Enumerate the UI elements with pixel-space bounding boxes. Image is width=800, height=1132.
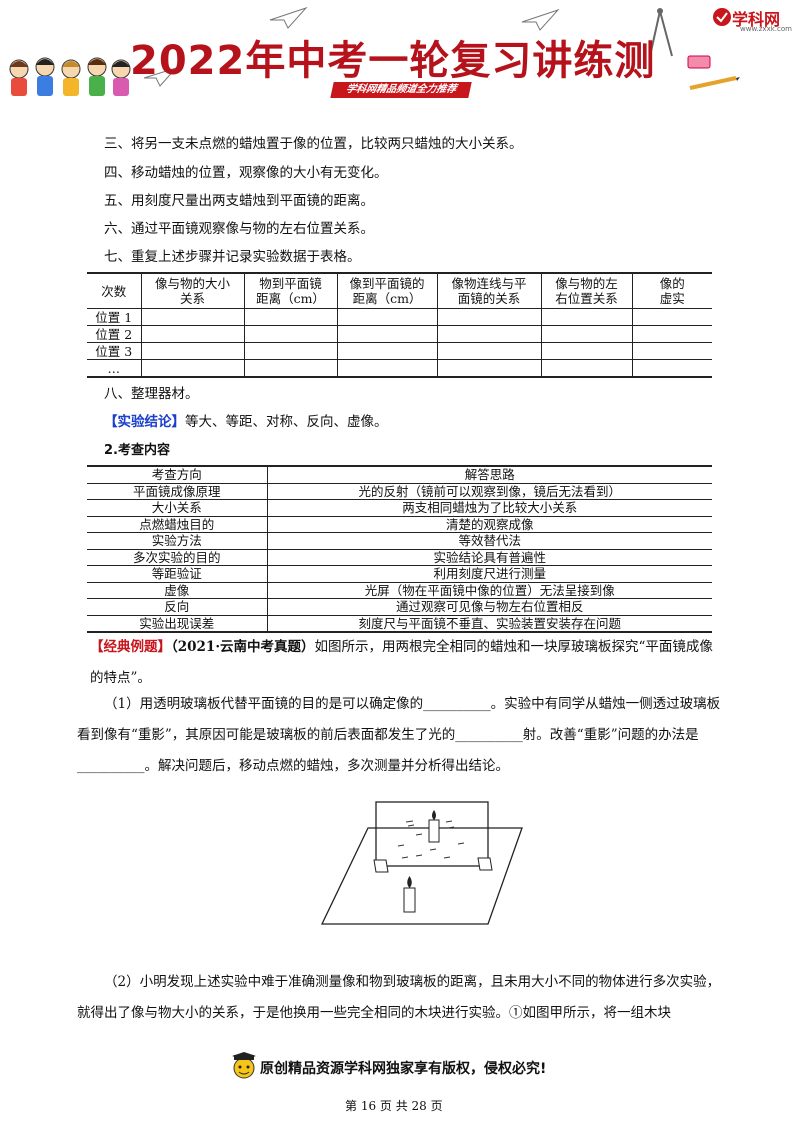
table-row: … [87, 359, 712, 377]
step-8: 八、整理器材。 [104, 386, 199, 402]
table-row: 多次实验的目的实验结论具有普遍性 [87, 549, 712, 566]
question-1: （1）用透明玻璃板代替平面镜的目的是可以确定像的__________。实验中有同… [77, 696, 721, 774]
table-row: 虚像光屏（物在平面镜中像的位置）无法呈接到像 [87, 582, 712, 599]
page-number: 第 16 页 共 28 页 [345, 1099, 443, 1113]
logo-url: www.zxxk.com [740, 25, 792, 33]
paper-plane-icon [521, 8, 560, 31]
section-heading: 2.考查内容 [104, 443, 170, 458]
exam-content-table: 考查方向 解答思路 平面镜成像原理光的反射（镜前可以观察到像，镜后无法看到） 大… [87, 465, 712, 633]
table-header-cell: 像与物的左右位置关系 [540, 273, 632, 309]
table-header-cell: 次数 [87, 273, 141, 309]
table-row: 位置 1 [87, 308, 712, 326]
table-row: 位置 3 [87, 342, 712, 360]
table-row: 实验出现误差刻度尺与平面镜不垂直、实验装置安装存在问题 [87, 615, 712, 632]
table-row: 平面镜成像原理光的反射（镜前可以观察到像，镜后无法看到） [87, 483, 712, 500]
conclusion-text: 等大、等距、对称、反向、虚像。 [185, 414, 388, 430]
paper-plane-icon [269, 6, 308, 29]
stationery-icon [649, 8, 740, 90]
example-text: 如图所示，用两根完全相同的蜡烛和一块厚玻璃板探究“平面镜成像的特点”。 [90, 639, 713, 686]
table-header-row: 考查方向 解答思路 [87, 466, 712, 484]
table-header-cell: 解答思路 [267, 466, 712, 484]
conclusion-label: 【实验结论】 [104, 414, 185, 430]
example-intro: 【经典例题】（2021·云南中考真题）如图所示，用两根完全相同的蜡烛和一块厚玻璃… [90, 632, 724, 694]
conclusion: 【实验结论】等大、等距、对称、反向、虚像。 [104, 410, 388, 430]
table-header-cell: 像的虚实 [631, 273, 712, 309]
step-6: 六、通过平面镜观察像与物的左右位置关系。 [104, 221, 374, 237]
table-header-cell: 像与物的大小关系 [140, 273, 244, 309]
experiment-record-table: 次数 像与物的大小关系 物到平面镜距离（cm） 像到平面镜的距离（cm） 像物连… [87, 272, 712, 378]
children-cartoon-icon [9, 57, 131, 96]
table-header-cell: 考查方向 [87, 466, 268, 484]
copyright-notice: 原创精品资源学科网独家享有版权，侵权必究! [260, 1061, 547, 1077]
logo: 学科网 [732, 10, 781, 29]
step-7: 七、重复上述步骤并记录实验数据于表格。 [104, 249, 361, 265]
paper-plane-icon [143, 66, 178, 87]
step-5: 五、用刻度尺量出两支蜡烛到平面镜的距离。 [104, 193, 374, 209]
logo-icon [713, 8, 731, 26]
table-row: 反向通过观察可见像与物左右位置相反 [87, 598, 712, 616]
table-row: 实验方法等效替代法 [87, 532, 712, 550]
example-source: （2021·云南中考真题） [171, 639, 315, 655]
table-row: 大小关系两支相同蜡烛为了比较大小关系 [87, 499, 712, 517]
table-row: 位置 2 [87, 325, 712, 343]
table-header-row: 次数 像与物的大小关系 物到平面镜距离（cm） 像到平面镜的距离（cm） 像物连… [87, 273, 712, 309]
table-header-cell: 物到平面镜距离（cm） [243, 273, 337, 309]
table-header-cell: 像物连线与平面镜的关系 [436, 273, 541, 309]
table-row: 等距验证利用刻度尺进行测量 [87, 565, 712, 583]
question-2: （2）小明发现上述实验中难于准确测量像和物到玻璃板的距离，且未用大小不同的物体进… [77, 974, 721, 1021]
example-label: 【经典例题】 [90, 639, 171, 655]
mirror-experiment-diagram [320, 801, 523, 925]
table-header-cell: 像到平面镜的距离（cm） [336, 273, 437, 309]
table-row: 点燃蜡烛目的清楚的观察成像 [87, 516, 712, 533]
recommend-ribbon: 学科网精品频道全力推荐 [330, 82, 472, 98]
step-3: 三、将另一支未点燃的蜡烛置于像的位置，比较两只蜡烛的大小关系。 [104, 136, 523, 152]
page-title: 2022年中考一轮复习讲练测 [130, 38, 656, 84]
step-4: 四、移动蜡烛的位置，观察像的大小有无变化。 [104, 165, 388, 181]
mascot-icon [232, 1052, 256, 1079]
page-header: 2022年中考一轮复习讲练测 学科网精品频道全力推荐 学科网 www.zxxk.… [0, 0, 800, 110]
